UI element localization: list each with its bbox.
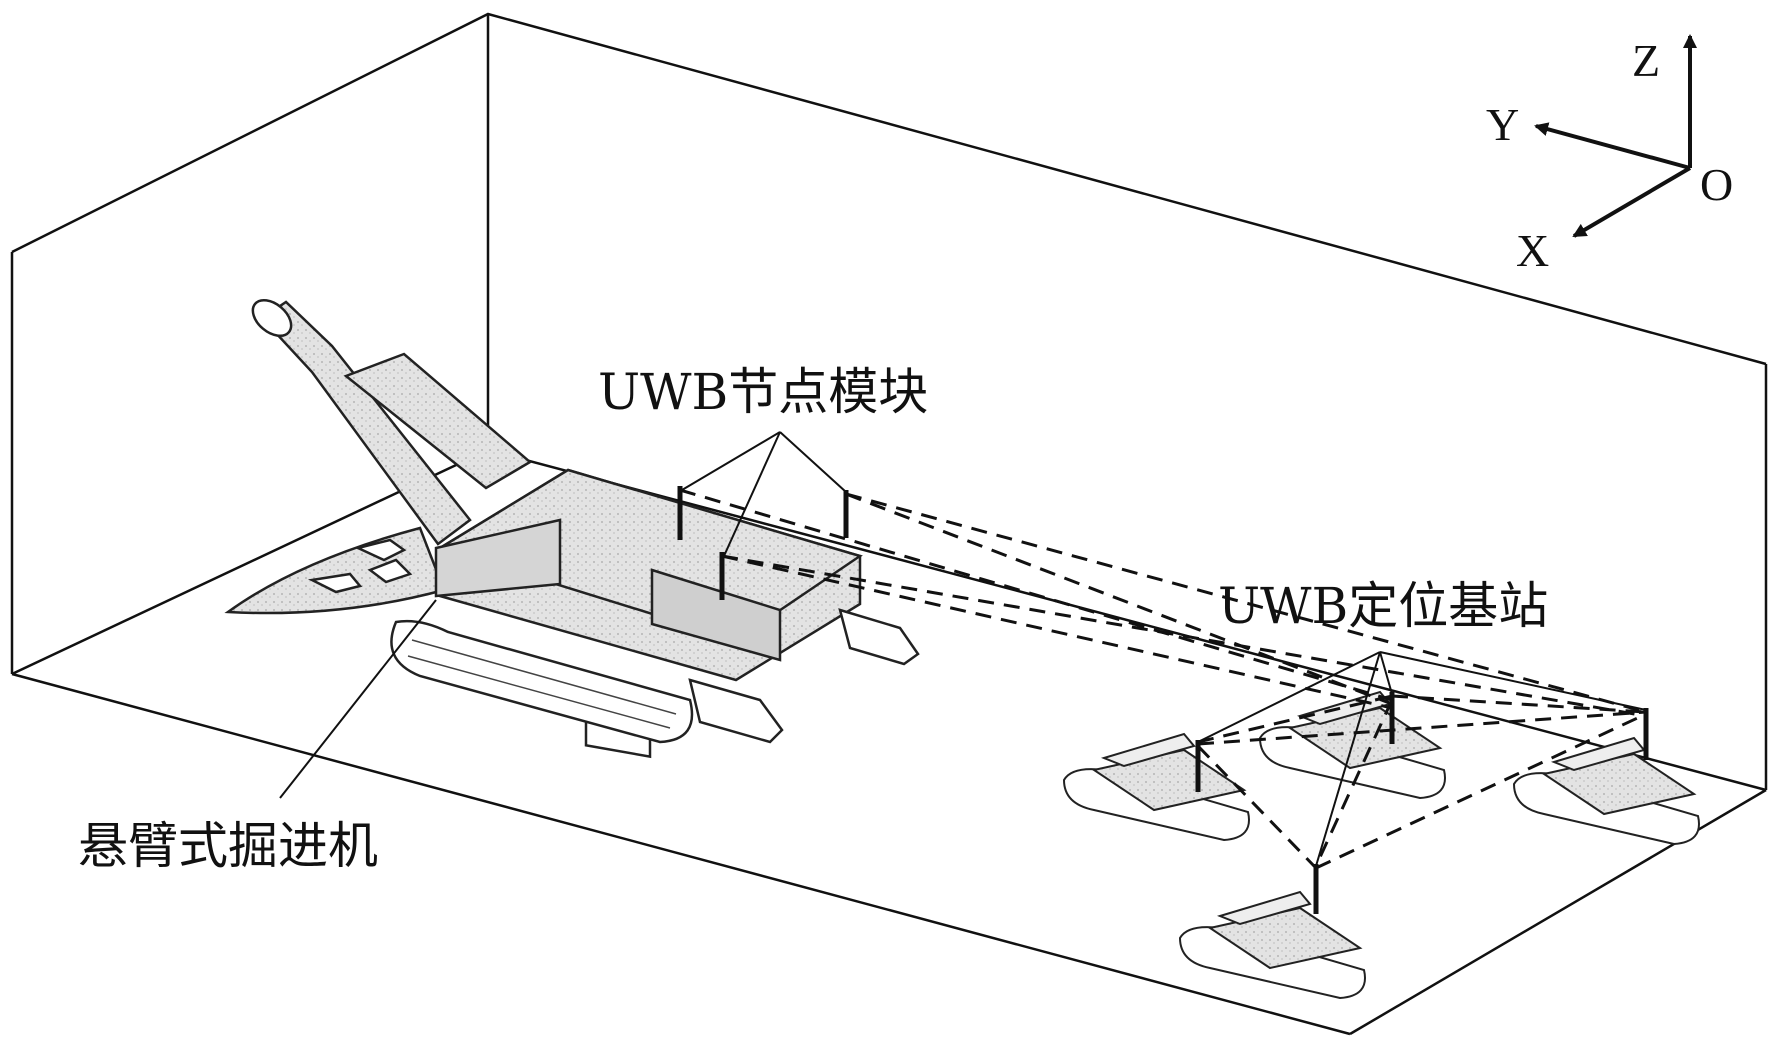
coordinate-axes: [1534, 34, 1697, 238]
y-axis-label: Y: [1486, 99, 1520, 150]
roadheader-label: 悬臂式掘进机: [78, 817, 378, 875]
cutting-head: [251, 299, 293, 337]
robot-1: [1062, 732, 1250, 842]
roadway-box: [10, 12, 1768, 1036]
machine-label-leader: [279, 599, 437, 799]
z-axis-label: Z: [1632, 35, 1661, 86]
node-label-leaders: [681, 431, 847, 557]
uwb-node-module-label: UWB节点模块: [598, 363, 929, 421]
y-axis-arrow: [1534, 122, 1691, 170]
crawler-track: [390, 619, 694, 744]
origin-label: O: [1700, 159, 1734, 210]
shovel-plate: [224, 526, 446, 615]
x-axis-arrow: [1572, 166, 1692, 238]
uwb-base-station-label: UWB定位基站: [1218, 577, 1549, 635]
x-axis-label: X: [1516, 225, 1550, 276]
cutting-boom: [260, 300, 472, 546]
base-station-robots: [1062, 690, 1700, 1000]
roadheader-machine: [224, 299, 920, 759]
robot-4: [1178, 890, 1366, 1000]
ranging-links: [679, 488, 1647, 870]
robot-3: [1512, 736, 1700, 846]
robot-2: [1258, 690, 1446, 800]
uwb-node-antennas: [677, 486, 849, 600]
